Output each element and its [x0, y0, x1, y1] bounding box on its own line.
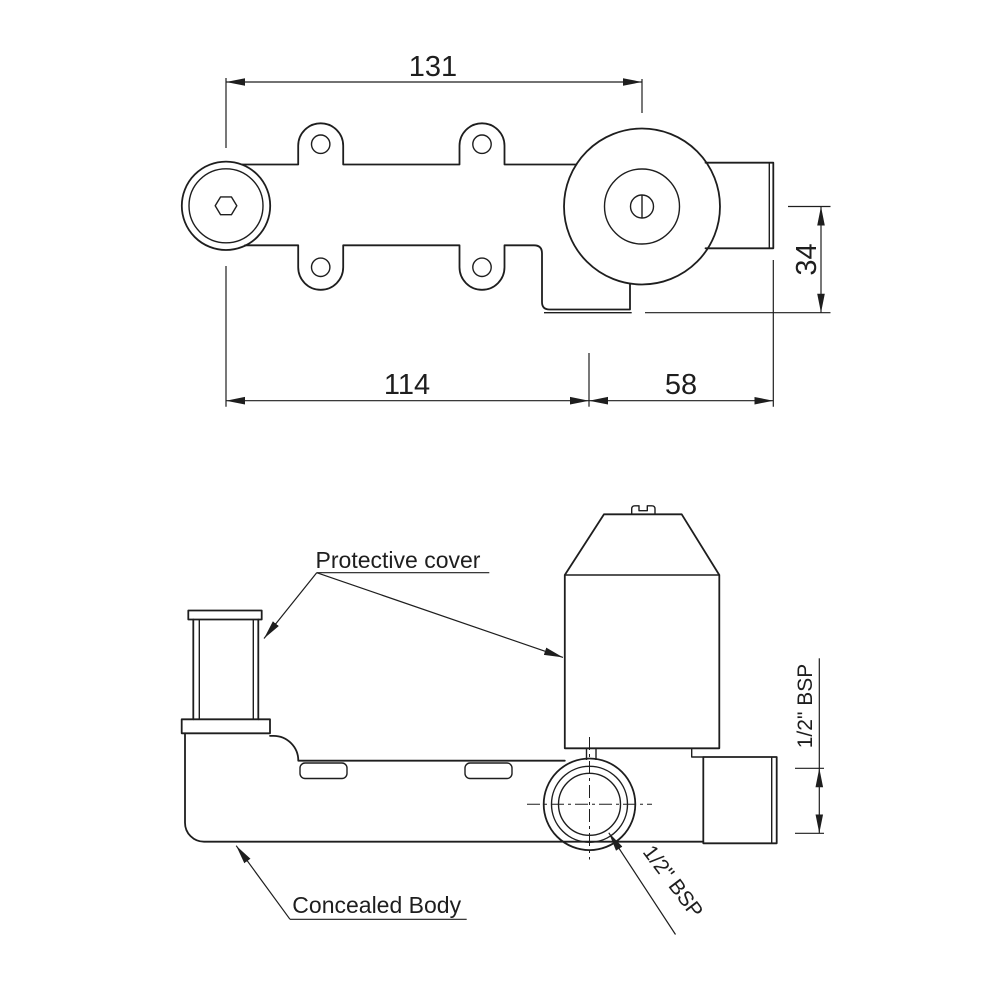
- dim-total-width: 131: [225, 51, 643, 407]
- hex-socket: [214, 196, 238, 216]
- hex-boss-inner-circle: [188, 168, 264, 244]
- small-cover-flange: [180, 718, 271, 735]
- body-top-edge: [241, 122, 578, 166]
- bsp-right-callout: 1/2" BSP: [794, 658, 824, 834]
- cartridge-outer-circle: [563, 127, 721, 286]
- dim-outlet-height: 34: [645, 205, 831, 314]
- clip-tab: [464, 762, 513, 780]
- hex-boss-outer-circle: [180, 160, 272, 251]
- protective-cover-label: Protective cover: [316, 547, 481, 573]
- top-view: 131 114 58 34: [180, 51, 831, 407]
- dim-58-label: 58: [665, 369, 697, 401]
- dim-34-label: 34: [791, 243, 823, 275]
- bsp-right-label: 1/2" BSP: [794, 664, 817, 749]
- clip-tab: [299, 762, 348, 780]
- cover-step: [691, 748, 704, 758]
- cartridge-mid-circle: [603, 168, 681, 245]
- concealed-body-label: Concealed Body: [292, 892, 461, 918]
- mounting-hole: [472, 134, 492, 155]
- leader-to-large-cover: [316, 572, 564, 658]
- right-outlet-top: [704, 161, 775, 250]
- dim-114-label: 114: [384, 369, 430, 401]
- body-left-bottom-profile: [184, 732, 705, 843]
- right-outlet-boss: [702, 756, 778, 845]
- concealed-body-callout: Concealed Body: [235, 845, 467, 920]
- body-bottom-edge: [244, 244, 631, 311]
- body-top-profile: [269, 735, 566, 762]
- dim-split-width: 114 58: [226, 260, 774, 407]
- protective-cover-callout: Protective cover: [263, 547, 564, 658]
- side-view-part: [180, 505, 778, 860]
- mounting-hole: [472, 257, 492, 278]
- mounting-hole: [310, 134, 331, 155]
- top-view-part: [180, 122, 775, 314]
- mounting-hole: [310, 257, 331, 278]
- large-cover-outline: [563, 513, 721, 750]
- large-cover-nub: [631, 505, 656, 515]
- small-cover-cap: [187, 609, 263, 621]
- dim-131-label: 131: [409, 51, 457, 83]
- leader-to-small-cover: [263, 572, 318, 639]
- side-view: Protective cover Concealed Body 1/2" BSP…: [180, 505, 824, 935]
- bsp-bottom-callout: 1/2" BSP: [608, 832, 707, 935]
- bsp-bottom-label: 1/2" BSP: [638, 841, 707, 922]
- leader-to-outlet: [608, 832, 677, 935]
- leader-to-body: [235, 845, 291, 920]
